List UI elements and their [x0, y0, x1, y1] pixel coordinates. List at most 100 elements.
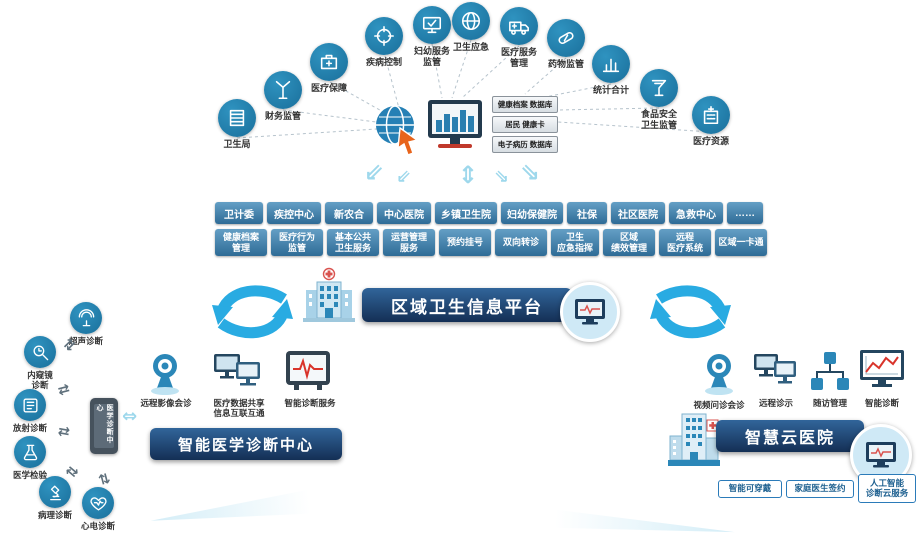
org-button-social-security[interactable]: 社保 [567, 202, 607, 224]
button-smart-wearable[interactable]: 智能可穿戴 [718, 480, 782, 498]
diag-label: 医学检验 [12, 470, 47, 480]
webcam-icon [705, 354, 733, 395]
service-button-telemedicine[interactable]: 远程 医疗系统 [659, 229, 711, 256]
service-button-health-records[interactable]: 健康档案 管理 [215, 229, 267, 256]
service-button-emergency-command[interactable]: 卫生 应急指挥 [551, 229, 599, 256]
database-stack: 健康档案 数据库 居民 健康卡 电子病历 数据库 [492, 96, 558, 156]
org-button-maternal-hospital[interactable]: 妇幼保健院 [501, 202, 563, 224]
ambulance-icon [500, 7, 538, 45]
chart-monitor-icon [860, 350, 904, 387]
org-button-cdc[interactable]: 疾控中心 [267, 202, 321, 224]
arc-item-statistics: 统计合计 [579, 45, 643, 96]
dashboard-monitor-icon [428, 100, 482, 148]
diagnosis-center-banner: 智能医学诊断中心 [150, 428, 342, 460]
org-button-community-hospital[interactable]: 社区医院 [611, 202, 665, 224]
webcam-icon [151, 354, 179, 395]
arrow-down-right-icon: ⇘ [520, 158, 541, 186]
arc-label: 统计合计 [592, 85, 629, 95]
swap-arrow-icon: ⇄ [56, 423, 72, 441]
service-label-remote-display: 远程诊示 [758, 398, 793, 408]
diag-item-pathology: 病理诊断 [27, 476, 83, 520]
org-button-central-hospital[interactable]: 中心医院 [377, 202, 431, 224]
diagnosis-center-device: 医学诊断中心 [90, 398, 118, 454]
globe-cursor-icon [376, 105, 419, 156]
hospital-icon [692, 96, 730, 134]
medkit-icon [310, 43, 348, 81]
dual-monitors-icon [214, 354, 260, 386]
heart-ecg-icon [82, 487, 114, 519]
org-button-weijiwei[interactable]: 卫计委 [215, 202, 263, 224]
db-box-resident-card: 居民 健康卡 [492, 116, 558, 133]
microscope-icon [39, 476, 71, 508]
book-icon [218, 99, 256, 137]
arc-item-medical-service: 医疗服务 管理 [487, 7, 551, 69]
arrow-down-right-icon: ⇘ [494, 166, 510, 187]
arc-item-food-safety: 食品安全 卫生监管 [627, 69, 691, 131]
arc-item-finance: 财务监管 [251, 71, 315, 122]
arc-item-maternal-child: 妇幼服务 监管 [400, 6, 464, 68]
monitor-pulse-icon [575, 299, 605, 325]
service-label-ai-diagnosis: 智能诊断 [864, 398, 899, 408]
ecg-monitor-icon [286, 351, 330, 390]
bar-chart-icon [592, 45, 630, 83]
radiology-icon [14, 389, 46, 421]
diag-label: 超声诊断 [68, 336, 103, 346]
glass-icon [640, 69, 678, 107]
arrow-up-down-icon: ⇕ [458, 161, 479, 189]
service-label-followup: 随访管理 [812, 398, 847, 408]
arc-item-medical-resources: 医疗资源 [679, 96, 743, 147]
service-label-smart-diagnosis: 智能诊断服务 [284, 398, 336, 408]
org-button-xinnonghe[interactable]: 新农合 [325, 202, 373, 224]
diag-label: 心电诊断 [80, 521, 115, 531]
diag-item-endoscope: 内窥镜 诊断 [12, 336, 68, 390]
service-button-operations[interactable]: 运营管理 服务 [383, 229, 435, 256]
arc-label: 妇幼服务 监管 [413, 46, 450, 67]
arc-label: 食品安全 卫生监管 [640, 109, 677, 130]
diag-label: 病理诊断 [37, 510, 72, 520]
diag-item-ecg: 心电诊断 [70, 487, 126, 531]
arrow-down-left-icon: ⇙ [364, 158, 385, 186]
arc-label: 卫生局 [223, 139, 251, 149]
org-network-icon [811, 352, 849, 390]
globe-icon [452, 2, 490, 40]
diag-label: 放射诊断 [12, 423, 47, 433]
org-button-more[interactable]: …… [727, 202, 763, 224]
service-button-referral[interactable]: 双向转诊 [495, 229, 547, 256]
service-button-public-health[interactable]: 基本公共 卫生服务 [327, 229, 379, 256]
arc-item-drug-regulation: 药物监管 [534, 19, 598, 70]
arc-label: 医疗资源 [692, 136, 729, 146]
arc-label: 药物监管 [547, 59, 584, 69]
monitor-pulse-icon [866, 442, 896, 468]
diag-label: 内窥镜 诊断 [27, 370, 53, 391]
arc-item-medical-security: 医疗保障 [297, 43, 361, 94]
service-button-performance[interactable]: 区域 绩效管理 [603, 229, 655, 256]
service-label-remote-imaging: 远程影像会诊 [140, 398, 192, 408]
monitor-check-icon [413, 6, 451, 44]
diag-item-lab-test: 医学检验 [2, 436, 58, 480]
arc-item-health-bureau: 卫生局 [205, 99, 269, 150]
service-button-behavior-regulation[interactable]: 医疗行为 监管 [271, 229, 323, 256]
button-ai-cloud-service[interactable]: 人工智能 诊断云服务 [858, 474, 916, 503]
arrow-left-right-icon: ⇔ [122, 406, 138, 427]
arc-item-disease-control: 疾病控制 [352, 17, 416, 68]
arc-label: 卫生应急 [452, 42, 489, 52]
org-button-emergency-center[interactable]: 急救中心 [669, 202, 723, 224]
button-family-doctor[interactable]: 家庭医生签约 [786, 480, 854, 498]
endoscope-icon [24, 336, 56, 368]
service-button-regional-card[interactable]: 区域一卡通 [715, 229, 767, 256]
diag-item-radiology: 放射诊断 [2, 389, 58, 433]
arrow-down-left-icon: ⇙ [396, 166, 412, 187]
org-button-township-clinic[interactable]: 乡镇卫生院 [435, 202, 497, 224]
platform-banner: 区域卫生信息平台 [362, 288, 572, 322]
hospital-building-icon [303, 267, 355, 322]
device-screen: 医学诊断中心 [94, 404, 114, 448]
arc-label: 财务监管 [264, 111, 301, 121]
service-button-appointment[interactable]: 预约挂号 [439, 229, 491, 256]
cloud-hospital-banner: 智慧云医院 [716, 420, 864, 452]
platform-monitor-badge [560, 282, 620, 342]
arc-label: 医疗保障 [310, 83, 347, 93]
db-box-health-records: 健康档案 数据库 [492, 96, 558, 113]
device-label: 医学诊断中心 [96, 404, 113, 444]
